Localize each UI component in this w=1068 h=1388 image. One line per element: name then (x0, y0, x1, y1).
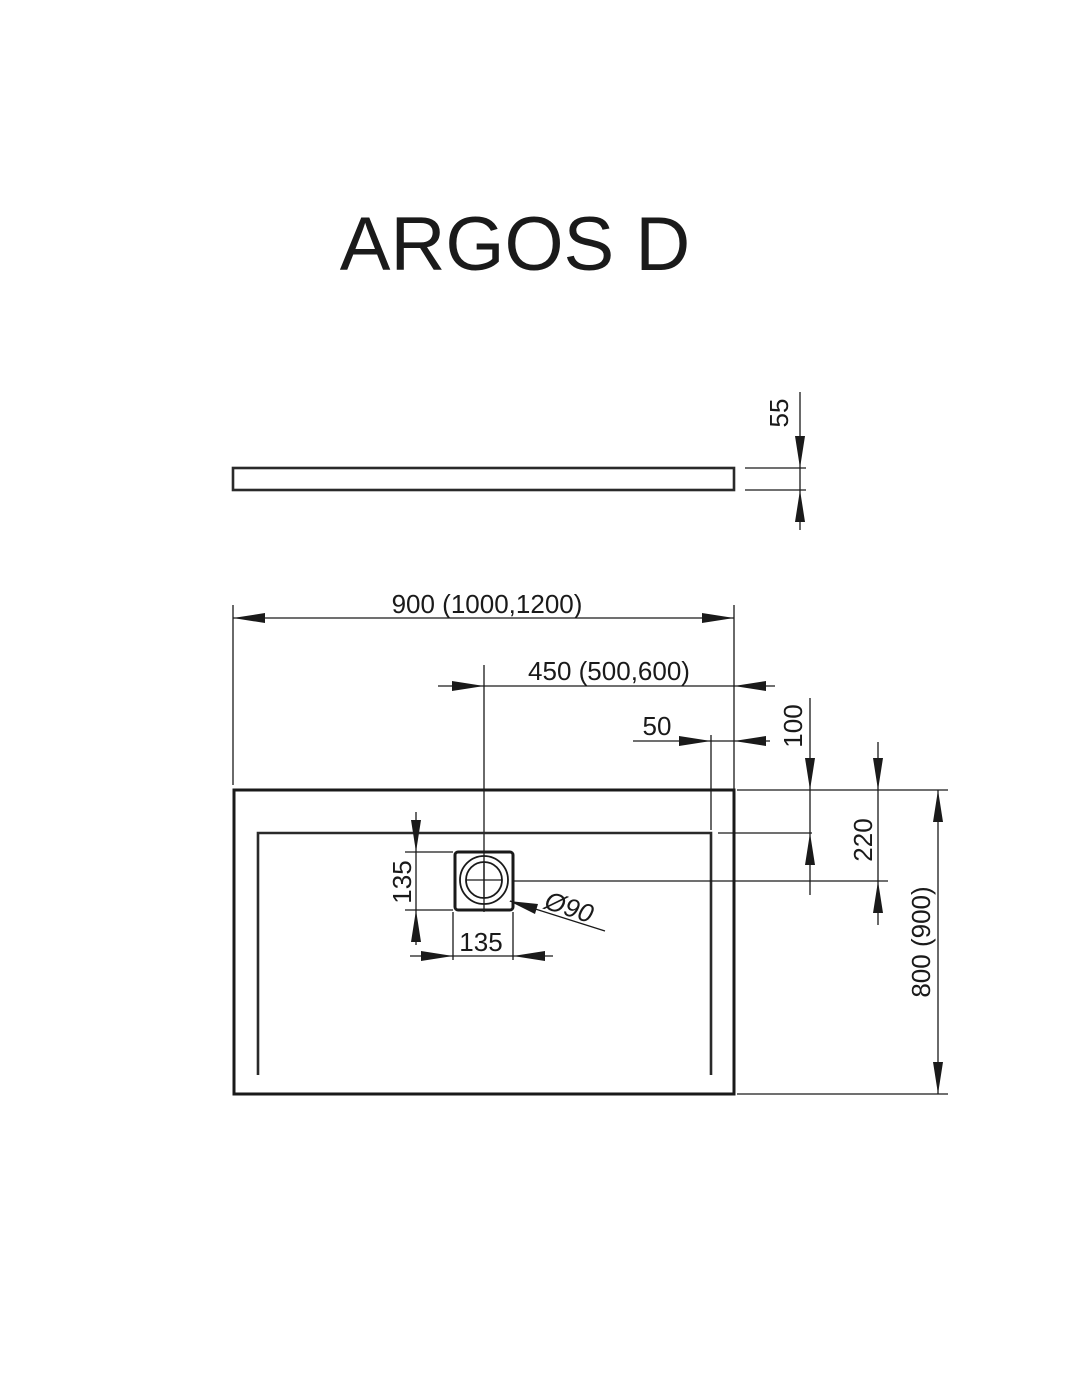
arrowhead (513, 951, 545, 961)
dim-drain-offset-y: 220 (513, 742, 888, 925)
arrowhead (411, 910, 421, 942)
dimension-arrows (233, 436, 943, 1094)
arrowhead (805, 833, 815, 865)
tray-inner-basin (256, 831, 713, 1075)
arrowhead (933, 1062, 943, 1094)
dim-drain-offset-x: 450 (500,600) (438, 656, 775, 912)
arrowhead (233, 613, 265, 623)
side-view (231, 466, 736, 492)
arrowhead (873, 758, 883, 790)
dim-drain-size-h-label: 135 (459, 927, 502, 957)
arrowhead (679, 736, 711, 746)
arrowhead (509, 901, 538, 914)
dim-width: 900 (1000,1200) (232, 589, 735, 790)
dim-rim-depth: 100 (718, 698, 948, 895)
arrowhead (421, 951, 453, 961)
arrowhead (805, 758, 815, 790)
dim-rim-depth-label: 100 (778, 704, 808, 747)
arrowhead (795, 490, 805, 522)
dim-height-label: 55 (764, 399, 794, 428)
dim-width-label: 900 (1000,1200) (392, 589, 583, 619)
arrowhead (734, 681, 766, 691)
product-title: ARGOS D (340, 202, 691, 287)
dim-drain-offset-x-label: 450 (500,600) (528, 656, 690, 686)
arrowhead (452, 681, 484, 691)
arrowhead (795, 436, 805, 468)
dim-rim-width: 50 (633, 711, 770, 830)
dim-drain-offset-y-label: 220 (848, 818, 878, 861)
dim-drain-size-v-label: 135 (387, 860, 417, 903)
arrowhead (702, 613, 734, 623)
dim-drain-diameter-label: Ø90 (540, 885, 597, 929)
arrowhead (734, 736, 766, 746)
dim-height: 55 (745, 392, 806, 530)
dim-drain-size-v: 135 (387, 812, 453, 945)
dim-rim-width-label: 50 (643, 711, 672, 741)
arrowhead (933, 790, 943, 822)
dim-length-label: 800 (900) (906, 886, 936, 997)
arrowhead (411, 820, 421, 852)
tray-outline (232, 788, 736, 1096)
dim-length: 800 (900) (737, 790, 948, 1095)
arrowhead (873, 881, 883, 913)
